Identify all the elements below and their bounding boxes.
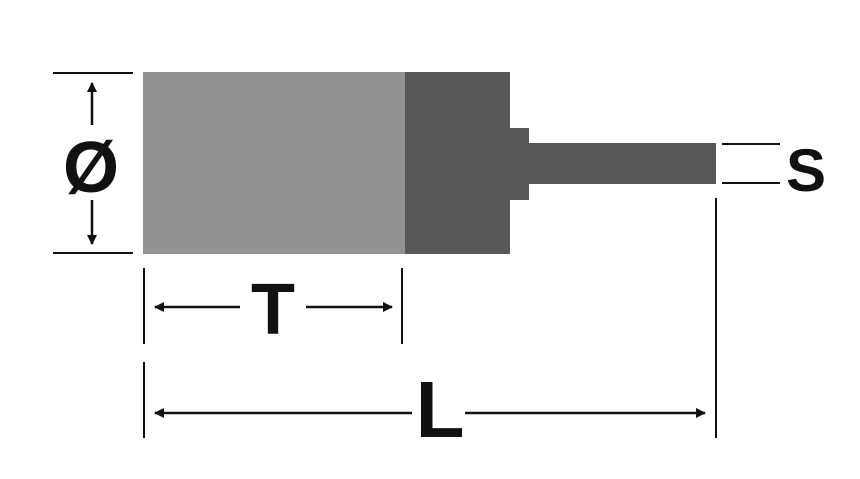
brush-body <box>143 72 716 254</box>
hub-section <box>405 72 510 254</box>
trim-length-label: T <box>251 270 295 350</box>
trim-length-dimension: T <box>143 268 403 350</box>
shank-label: S <box>786 137 826 204</box>
hub-step <box>510 128 529 200</box>
shank-dimension: S <box>722 137 826 204</box>
overall-length-dimension: L <box>143 198 717 454</box>
shank-rod <box>529 143 716 184</box>
diameter-dimension: Ø <box>53 72 133 254</box>
overall-length-label: L <box>416 365 465 454</box>
trim-section <box>143 72 405 254</box>
diameter-label: Ø <box>63 128 119 208</box>
